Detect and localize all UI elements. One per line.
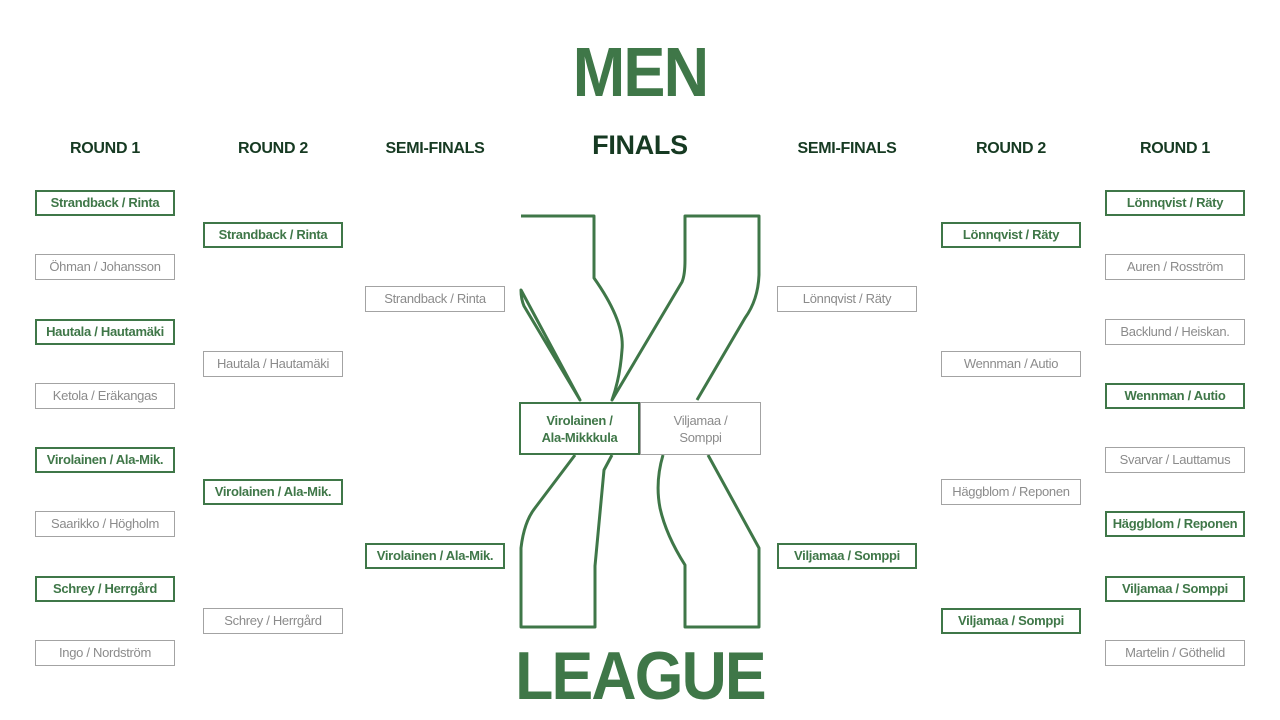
final-runner-up: Viljamaa / Somppi [640,402,761,455]
left-r1-team-2: Öhman / Johansson [35,254,175,280]
heading-right-semifinals: SEMI-FINALS [797,140,897,157]
final-runner-up-line1: Viljamaa / [673,412,728,428]
right-r2-team-3: Häggblom / Reponen [941,479,1081,505]
final-runner-up-line2: Somppi [679,429,722,445]
right-semi-team-1: Lönnqvist / Räty [777,286,917,312]
right-r1-team-7: Viljamaa / Somppi [1105,576,1245,602]
heading-left-round2: ROUND 2 [238,140,308,157]
left-r1-team-3: Hautala / Hautamäki [35,319,175,345]
right-r1-team-2: Auren / Rosström [1105,254,1245,280]
left-r2-team-2: Hautala / Hautamäki [203,351,343,377]
right-r1-team-6: Häggblom / Reponen [1105,511,1245,537]
right-r1-team-1: Lönnqvist / Räty [1105,190,1245,216]
left-r1-team-7: Schrey / Herrgård [35,576,175,602]
heading-right-round1: ROUND 1 [1140,140,1210,157]
right-r2-team-1: Lönnqvist / Räty [941,222,1081,248]
left-r2-team-4: Schrey / Herrgård [203,608,343,634]
heading-left-round1: ROUND 1 [70,140,140,157]
left-r1-team-6: Saarikko / Högholm [35,511,175,537]
heading-left-semifinals: SEMI-FINALS [385,140,485,157]
right-semi-team-2: Viljamaa / Somppi [777,543,917,569]
heading-finals: FINALS [592,130,688,160]
left-semi-team-2: Virolainen / Ala-Mik. [365,543,505,569]
right-r1-team-3: Backlund / Heiskan. [1105,319,1245,345]
right-r1-team-4: Wennman / Autio [1105,383,1245,409]
final-winner: Virolainen / Ala-Mikkkula [519,402,640,455]
title-league: LEAGUE [515,638,766,714]
left-r2-team-1: Strandback / Rinta [203,222,343,248]
left-r1-team-5: Virolainen / Ala-Mik. [35,447,175,473]
heading-right-round2: ROUND 2 [976,140,1046,157]
left-semi-team-1: Strandback / Rinta [365,286,505,312]
title-men: MEN [572,33,709,111]
right-r2-team-4: Viljamaa / Somppi [941,608,1081,634]
final-winner-line2: Ala-Mikkkula [541,429,618,445]
left-r1-team-8: Ingo / Nordström [35,640,175,666]
right-r2-team-2: Wennman / Autio [941,351,1081,377]
right-r1-team-5: Svarvar / Lauttamus [1105,447,1245,473]
final-winner-line1: Virolainen / [546,412,613,428]
right-r1-team-8: Martelin / Göthelid [1105,640,1245,666]
left-r1-team-1: Strandback / Rinta [35,190,175,216]
left-r2-team-3: Virolainen / Ala-Mik. [203,479,343,505]
left-r1-team-4: Ketola / Eräkangas [35,383,175,409]
